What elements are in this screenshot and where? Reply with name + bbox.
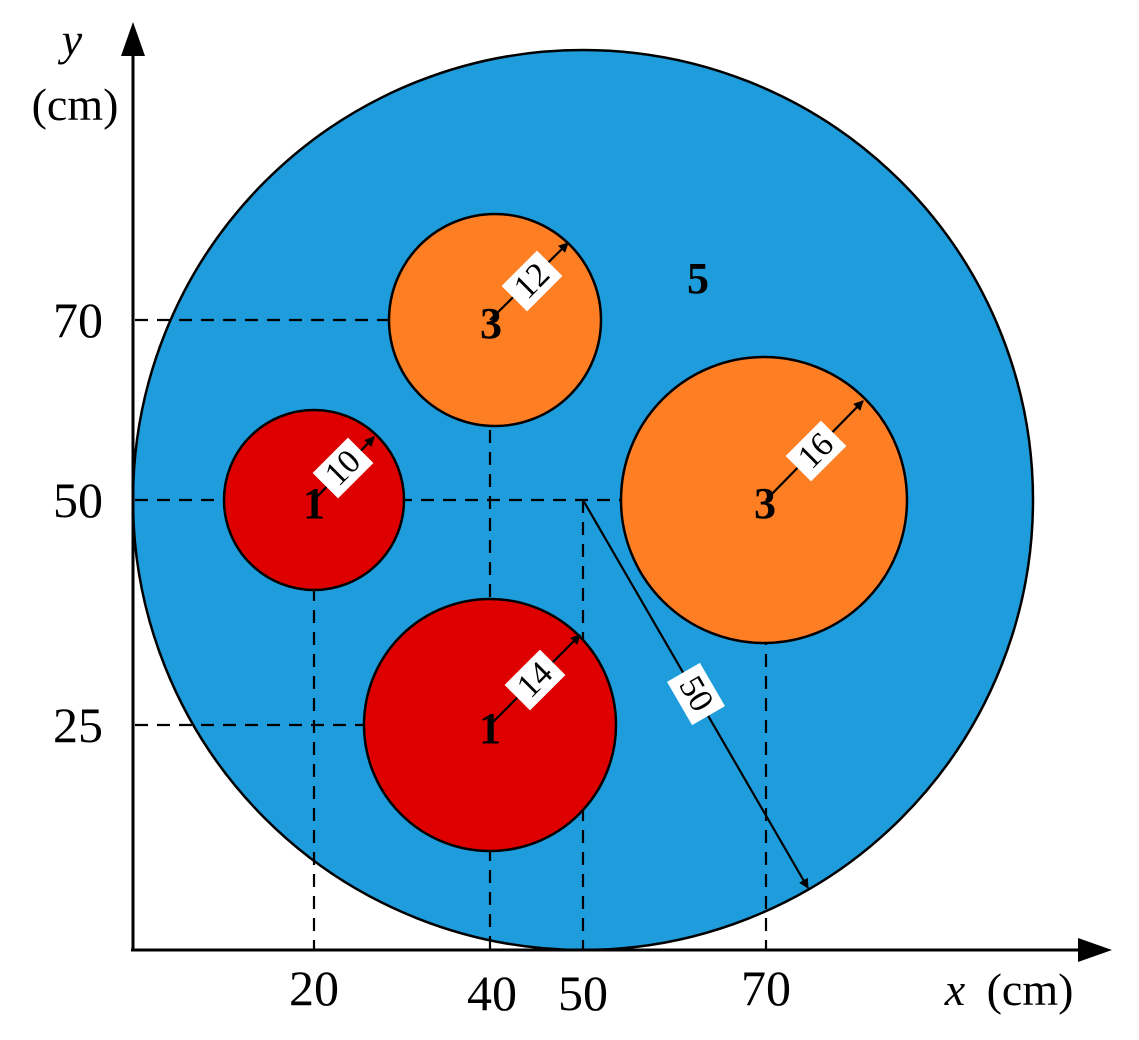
x-tick-50: 50 <box>558 965 608 1021</box>
radius-label-box <box>501 250 563 312</box>
x-tick-20: 20 <box>289 960 339 1016</box>
axes: y (cm) x (cm) 70 50 25 20 40 50 70 <box>32 14 1112 1021</box>
x-axis-arrowhead <box>1078 938 1112 962</box>
x-tick-70: 70 <box>741 960 791 1016</box>
outer-radius-dimension: 50 <box>582 499 809 889</box>
material-label-top: 3 <box>480 299 502 348</box>
y-tick-25: 25 <box>53 697 103 753</box>
x-axis-unit: (cm) <box>987 964 1074 1015</box>
material-label-outer: 5 <box>687 254 709 303</box>
outer-radius-label-box <box>667 662 725 726</box>
material-label-bottom: 1 <box>479 704 501 753</box>
y-axis-arrowhead <box>121 22 145 56</box>
material-label-left: 1 <box>303 479 325 528</box>
x-axis-symbol: x <box>944 964 966 1015</box>
y-axis-symbol: y <box>58 14 83 65</box>
y-tick-70: 70 <box>53 292 103 348</box>
y-tick-50: 50 <box>53 472 103 528</box>
radius-label-box <box>504 649 566 711</box>
y-axis-unit: (cm) <box>32 79 119 130</box>
material-label-right: 3 <box>754 479 776 528</box>
radius-label-box <box>312 437 374 499</box>
x-tick-40: 40 <box>467 965 517 1021</box>
radius-label-box <box>785 420 847 482</box>
